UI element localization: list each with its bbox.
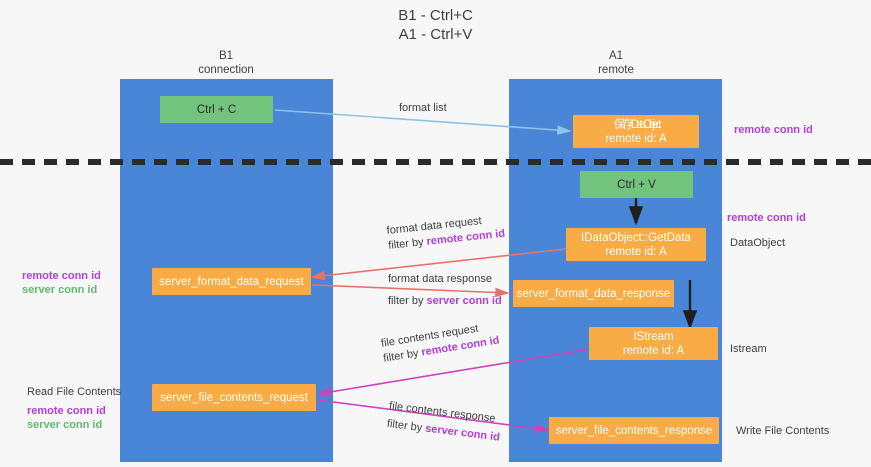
edge-label-file-contents-request: file contents request filter by remote c… — [380, 319, 501, 367]
annotation-left-remote-conn-id-2: remote conn id — [27, 405, 106, 417]
annotation-left-server-conn-id-1: server conn id — [22, 284, 98, 296]
node-istream[interactable]: IStream remote id: A — [589, 327, 718, 360]
node-file-req-label: server_file_contents_request — [160, 391, 308, 404]
page-title-line-1: B1 - Ctrl+C — [398, 7, 473, 24]
filter-prefix: filter by — [387, 235, 428, 252]
annotation-left-remote-conn-id-1: remote conn id — [22, 270, 101, 282]
edge-label-format-list-text: format list — [399, 102, 447, 114]
edge-label-format-data-response-filter: filter by server conn id — [388, 294, 502, 309]
edge-label-format-data-request: format data request filter by remote con… — [386, 212, 506, 254]
node-ctrl-c-label: Ctrl + C — [196, 103, 237, 116]
node-fmt-req-label: server_format_data_request — [159, 275, 304, 288]
annotation-left-server-conn-id-2: server conn id — [27, 419, 103, 431]
node-getdata-label: IDataObject::GetData — [581, 231, 691, 244]
node-fmt-resp-label: server_format_data_response — [516, 287, 671, 300]
filter-prefix: filter by — [388, 295, 427, 307]
node-istream-label: IStream — [633, 330, 674, 343]
node-ctrl-v-label: Ctrl + V — [617, 178, 656, 191]
node-server-file-contents-response[interactable]: server_file_contents_response — [549, 417, 719, 444]
edge-label-format-data-response: format data response filter by server co… — [388, 272, 502, 309]
column-header-b1-name: B1 — [218, 50, 234, 62]
node-idataobject-sub: remote id: A — [605, 132, 667, 145]
node-idataobject-label: 保存IDataObject — [613, 118, 662, 131]
annotation-right-dataobject: DataObject — [730, 237, 786, 249]
annotation-right-remote-conn-id-top: remote conn id — [734, 124, 813, 136]
annotation-right-remote-conn-id-mid: remote conn id — [727, 212, 806, 224]
edge-label-format-list: format list — [399, 101, 447, 116]
node-istream-sub: remote id: A — [622, 344, 685, 357]
node-file-resp-label: server_file_contents_response — [555, 424, 713, 437]
column-header-a1-sub: remote — [598, 64, 634, 76]
filter-prefix: filter by — [386, 417, 426, 435]
node-server-file-contents-request[interactable]: server_file_contents_request — [152, 384, 316, 411]
page-title: B1 - Ctrl+C A1 - Ctrl+V — [0, 6, 871, 44]
column-header-a1: A1 remote — [536, 49, 696, 77]
node-idataobject-getdata[interactable]: IDataObject::GetData remote id: A — [566, 228, 706, 261]
column-header-a1-name: A1 — [608, 50, 624, 62]
page-title-line-2: A1 - Ctrl+V — [398, 26, 473, 43]
column-header-b1: B1 connection — [146, 49, 306, 77]
annotation-right-write-file-contents: Write File Contents — [736, 425, 830, 437]
node-ctrl-c[interactable]: Ctrl + C — [160, 96, 273, 123]
node-server-format-data-response[interactable]: server_format_data_response — [513, 280, 674, 307]
annotation-right-istream: Istream — [730, 343, 767, 355]
node-getdata-sub: remote id: A — [605, 245, 667, 258]
edge-label-format-data-response-text: format data response — [388, 273, 492, 285]
edge-label-file-contents-response: file contents response filter by server … — [386, 399, 503, 446]
filter-key-server-conn-id: server conn id — [426, 295, 502, 307]
annotation-left-read-file-contents: Read File Contents — [27, 386, 122, 398]
node-server-format-data-request[interactable]: server_format_data_request — [152, 268, 311, 295]
node-idataobject[interactable]: 保存IDataObject remote id: A — [573, 115, 699, 148]
column-header-b1-sub: connection — [198, 64, 254, 76]
node-ctrl-v[interactable]: Ctrl + V — [580, 171, 693, 198]
